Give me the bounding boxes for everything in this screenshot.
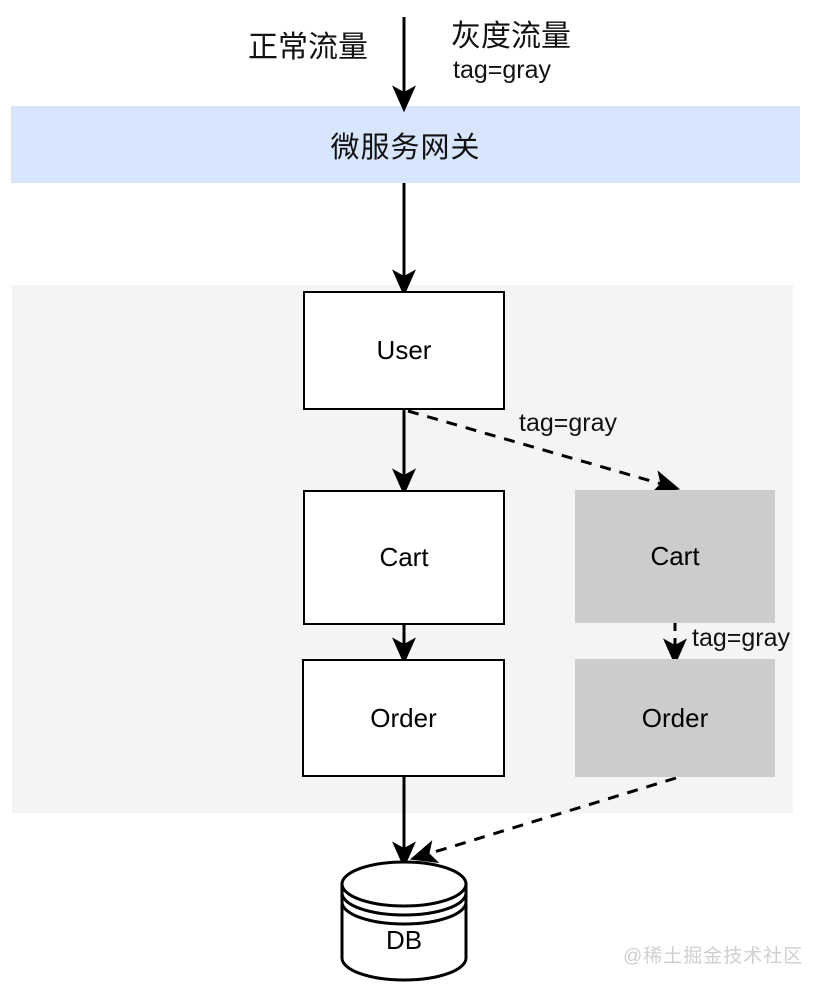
edge-gray-order-to-db <box>409 776 677 864</box>
label-gray-traffic-tag: tag=gray <box>453 56 551 84</box>
label-edge-tag-user-to-gray-cart: tag=gray <box>519 409 617 437</box>
edge-user-to-gray-cart <box>407 409 681 494</box>
node-cart[interactable]: Cart <box>303 490 505 625</box>
database-label: DB <box>385 925 423 955</box>
label-edge-tag-gray-cart-to-gray-order: tag=gray <box>692 624 790 652</box>
label-normal-traffic: 正常流量 <box>248 31 368 64</box>
watermark-text: @稀土掘金技术社区 <box>623 946 804 967</box>
node-cart-gray-label: Cart <box>650 541 700 571</box>
node-user[interactable]: User <box>303 291 505 410</box>
node-user-label: User <box>376 335 432 365</box>
node-order-gray-label: Order <box>641 702 709 733</box>
node-cart-gray[interactable]: Cart <box>575 490 775 623</box>
node-cart-label: Cart <box>379 542 429 572</box>
node-order-gray[interactable]: Order <box>575 659 775 777</box>
label-gray-traffic: 灰度流量 <box>451 20 571 53</box>
microservice-gateway-bar: 微服务网关 <box>11 106 800 183</box>
gateway-label: 微服务网关 <box>330 131 481 164</box>
node-order-label: Order <box>370 702 437 733</box>
database-cylinder <box>340 860 468 982</box>
node-order[interactable]: Order <box>302 659 505 777</box>
